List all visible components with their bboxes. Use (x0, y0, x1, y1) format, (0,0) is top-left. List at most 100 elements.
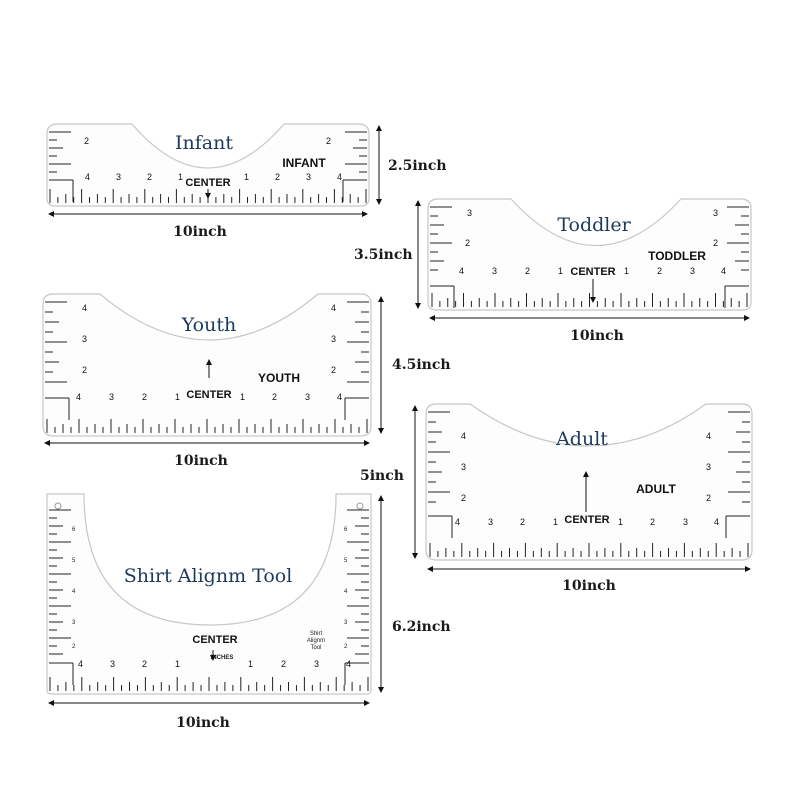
ruler-shirt-ticks (49, 677, 369, 691)
ruler-shirt-tool-label-line: Alignm (307, 638, 325, 644)
ruler-infant-title: Infant (175, 132, 233, 154)
ruler-infant-num: 4 (337, 172, 342, 182)
ruler-youth-size-label: YOUTH (258, 371, 300, 385)
ruler-shirt-center-label: CENTER (192, 634, 237, 646)
ruler-toddler-outline (427, 198, 752, 311)
ruler-toddler-side-num: 3 (467, 208, 472, 218)
ruler-adult-side-ticks (428, 411, 750, 538)
ruler-shirt-height-label: 6.2inch (392, 619, 451, 635)
ruler-shirt-side-num: 6 (344, 527, 348, 533)
ruler-adult-num: 2 (520, 517, 525, 527)
ruler-toddler-title: Toddler (557, 214, 631, 236)
ruler-toddler-side-num: 3 (713, 208, 718, 218)
ruler-youth-num: 2 (272, 392, 277, 402)
ruler-shirt-side-num: 6 (72, 527, 76, 533)
ruler-shirt-outline (46, 493, 372, 695)
ruler-youth-side-num: 3 (331, 334, 336, 344)
ruler-shirt-num: 3 (314, 659, 319, 669)
ruler-shirt-side-num: 5 (344, 558, 348, 564)
ruler-infant-num: 3 (116, 172, 121, 182)
ruler-youth-side-num: 2 (331, 365, 336, 375)
ruler-toddler-side-num: 2 (713, 238, 718, 248)
ruler-toddler-num: 4 (459, 266, 464, 276)
ruler-infant-height-label: 2.5inch (388, 158, 447, 174)
ruler-shirt-side-num: 4 (72, 589, 76, 595)
ruler-shirt-inches-label: INCHES (211, 655, 234, 661)
ruler-infant-num: 1 (244, 172, 249, 182)
ruler-infant-width-label: 10inch (173, 224, 227, 240)
ruler-toddler-num: 2 (657, 266, 662, 276)
ruler-adult-side-num: 2 (706, 493, 711, 503)
ruler-infant-num: 4 (85, 172, 90, 182)
ruler-infant: Infant INFANT CENTER 4 3 2 1 1 2 3 4 2 2… (46, 123, 447, 240)
ruler-toddler-side-ticks (430, 206, 749, 308)
ruler-youth-side-num: 3 (82, 334, 87, 344)
ruler-youth-num: 2 (142, 392, 147, 402)
ruler-infant-num: 1 (178, 172, 183, 182)
ruler-toddler-width-label: 10inch (570, 328, 624, 344)
ruler-shirt-side-num: 3 (72, 620, 76, 626)
ruler-youth-num: 4 (337, 392, 342, 402)
ruler-shirt-side-num: 5 (72, 558, 76, 564)
ruler-adult-ticks (429, 543, 749, 557)
ruler-shirt-tool-label-line: Tool (310, 645, 321, 651)
ruler-toddler-side-num: 2 (465, 238, 470, 248)
ruler-toddler-num: 4 (721, 266, 726, 276)
ruler-adult-side-num: 4 (461, 431, 466, 441)
ruler-shirt-side-ticks (49, 509, 369, 685)
ruler-adult-num: 2 (650, 517, 655, 527)
ruler-adult-num: 4 (714, 517, 719, 527)
ruler-youth-ticks (46, 419, 368, 433)
ruler-youth-num: 3 (109, 392, 114, 402)
ruler-adult-num: 1 (553, 517, 558, 527)
ruler-adult-num: 3 (683, 517, 688, 527)
ruler-shirt-num: 2 (281, 659, 286, 669)
ruler-toddler-num: 2 (525, 266, 530, 276)
ruler-youth-side-ticks (45, 301, 369, 420)
ruler-toddler-num: 3 (690, 266, 695, 276)
ruler-adult-size-label: ADULT (636, 482, 676, 496)
ruler-shirt-alignm-tool: Shirt Alignm Tool CENTER INCHES Shirt Al… (46, 493, 451, 731)
ruler-adult-side-num: 2 (461, 493, 466, 503)
ruler-youth-num: 4 (76, 392, 81, 402)
ruler-infant-outline (46, 123, 370, 207)
ruler-adult-center-label: CENTER (564, 514, 609, 526)
ruler-infant-num: 3 (306, 172, 311, 182)
ruler-infant-num: 2 (147, 172, 152, 182)
ruler-shirt-num: 2 (142, 659, 147, 669)
ruler-infant-num: 2 (275, 172, 280, 182)
ruler-infant-side-num: 2 (84, 136, 89, 146)
ruler-youth-center-label: CENTER (186, 389, 231, 401)
ruler-shirt-num: 3 (110, 659, 115, 669)
ruler-youth-num: 1 (175, 392, 180, 402)
ruler-youth: Youth YOUTH CENTER 4 3 2 1 1 2 3 4 4 3 2… (42, 293, 451, 469)
ruler-toddler-height-label: 3.5inch (354, 247, 413, 263)
ruler-toddler-ticks (431, 293, 748, 307)
ruler-adult-num: 3 (488, 517, 493, 527)
ruler-toddler-num: 1 (624, 266, 629, 276)
ruler-adult-outline (425, 403, 753, 561)
ruler-toddler-center-label: CENTER (570, 266, 615, 278)
ruler-adult-height-label: 5inch (360, 468, 404, 484)
ruler-youth-width-label: 10inch (174, 453, 228, 469)
ruler-youth-side-num: 4 (331, 303, 336, 313)
ruler-shirt-num: 4 (346, 659, 351, 669)
ruler-infant-size-label: INFANT (282, 156, 326, 170)
ruler-infant-side-num: 2 (326, 136, 331, 146)
ruler-shirt-width-label: 10inch (176, 715, 230, 731)
ruler-shirt-num: 1 (175, 659, 180, 669)
ruler-shirt-hole (356, 502, 364, 510)
ruler-youth-num: 3 (305, 392, 310, 402)
ruler-shirt-side-num: 2 (72, 644, 76, 650)
ruler-toddler-num: 3 (492, 266, 497, 276)
ruler-shirt-num: 1 (248, 659, 253, 669)
ruler-infant-side-ticks (49, 131, 367, 202)
ruler-adult: Adult ADULT CENTER 4 3 2 1 1 2 3 4 4 3 2… (360, 403, 753, 594)
ruler-shirt-hole (54, 502, 62, 510)
ruler-adult-side-num: 4 (706, 431, 711, 441)
ruler-shirt-tool-label-line: Shirt (310, 631, 323, 637)
ruler-infant-center-label: CENTER (185, 177, 230, 189)
ruler-toddler-num: 1 (558, 266, 563, 276)
ruler-youth-height-label: 4.5inch (392, 357, 451, 373)
